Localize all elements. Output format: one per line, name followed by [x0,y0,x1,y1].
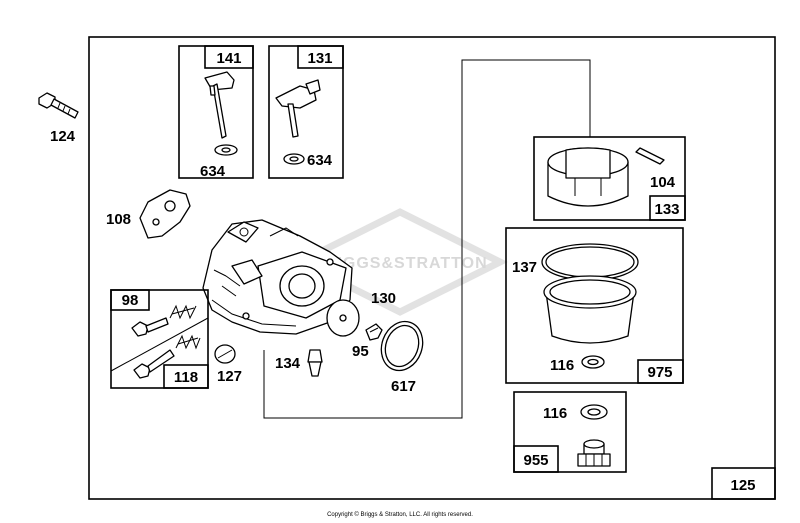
bowl-nut-955 [577,439,611,467]
kit-box-98-118 [110,289,209,389]
watermark-logo: BRIGGS&STRATTON [292,208,508,316]
callout-125: 125 [730,477,755,494]
callout-124: 124 [50,128,76,145]
spring-118 [175,334,201,350]
callout-127: 127 [217,368,242,385]
callout-634-b: 634 [307,152,333,169]
screw-98 [131,317,169,337]
carburetor-body [202,219,353,335]
throttle-plate-108 [139,189,191,239]
callout-box-955 [513,445,559,473]
callout-box-118 [163,364,209,389]
seal-634-a [214,144,238,156]
plug-127 [214,344,236,364]
callout-134: 134 [275,355,301,372]
callout-95: 95 [352,343,369,360]
float-bowl-975 [541,243,639,344]
callout-975: 975 [647,364,672,381]
callout-box-125 [711,467,776,500]
callout-617: 617 [391,378,416,395]
assembly-frame [88,36,776,500]
kit-box-975 [505,227,684,384]
washer-116-b [580,404,608,420]
callout-box-141 [204,45,254,69]
callout-98: 98 [122,292,139,309]
screw-118 [133,349,175,379]
callout-634-a: 634 [200,163,226,180]
callout-box-98 [110,289,150,311]
screw-95 [365,323,383,341]
callout-118: 118 [174,369,198,386]
needle-134 [307,349,323,377]
seal-634-b [283,153,305,165]
callout-104: 104 [650,174,676,191]
throttle-shaft-131 [275,79,321,138]
callout-955: 955 [523,452,548,469]
callout-131: 131 [307,50,332,67]
callout-141: 141 [216,50,241,67]
throttle-valve-130 [326,299,360,337]
float-133 [547,147,629,207]
callout-108: 108 [106,211,131,228]
callout-box-975 [637,359,684,384]
callout-box-133 [649,195,686,221]
callout-130: 130 [371,290,396,307]
watermark-text: BRIGGS&STRATTON [312,255,487,272]
callout-box-131 [297,45,344,69]
kit-box-133 [533,136,686,221]
bolt-124 [38,92,79,119]
spring-98 [169,304,197,320]
callout-116-a: 116 [550,357,574,374]
callout-116-b: 116 [543,405,567,422]
washer-116-a [581,355,605,369]
kit-divider [110,317,209,372]
gasket-617 [380,320,424,372]
callout-133: 133 [654,201,679,218]
group-bracket-line [263,59,591,419]
kit-box-955 [513,391,627,473]
callout-137: 137 [512,259,537,276]
pin-104 [635,147,665,165]
choke-shaft-141 [204,71,235,139]
copyright-notice: Copyright © Briggs & Stratton, LLC. All … [327,512,473,518]
